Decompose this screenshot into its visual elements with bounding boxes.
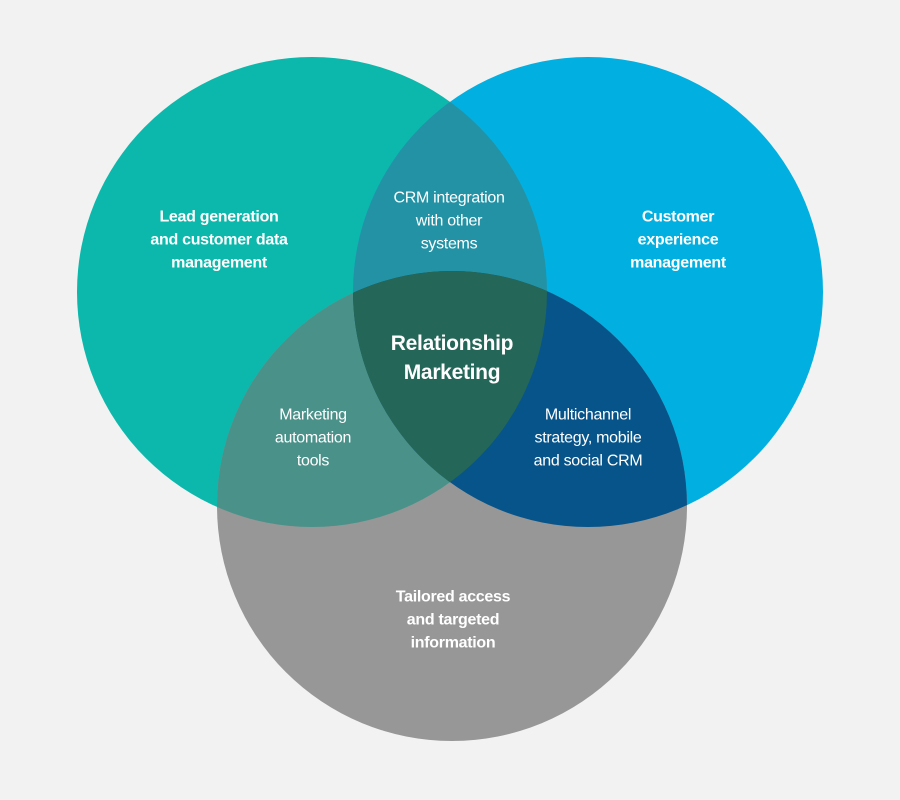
label-marketing-automation: Marketing automation tools [274,406,352,470]
label-lead-generation: Lead generation and customer data manage… [150,208,288,272]
label-relationship-marketing: Relationship Marketing [390,332,514,384]
label-multichannel: Multichannel strategy, mobile and social… [533,406,643,470]
label-tailored-access: Tailored access and targeted information [395,588,511,652]
label-crm-integration: CRM integration with other systems [393,189,505,253]
label-customer-experience: Customer experience management [630,208,726,272]
